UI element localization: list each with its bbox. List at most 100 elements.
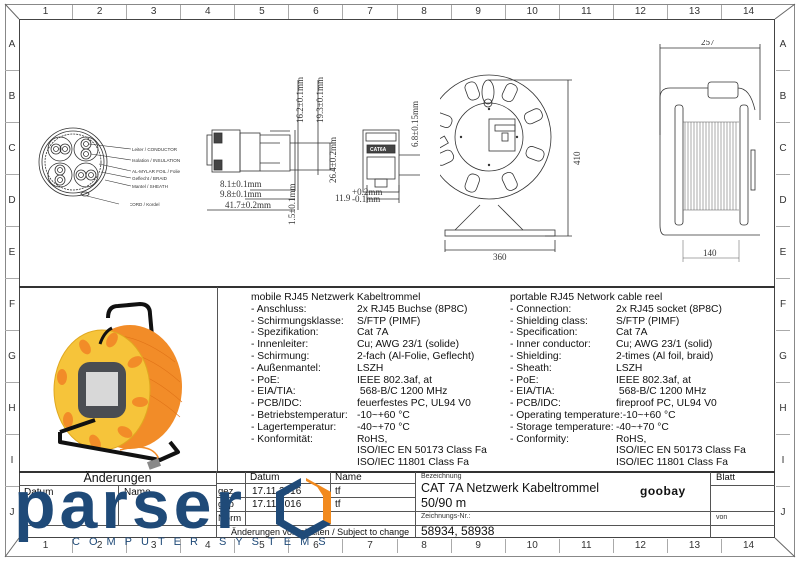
spec-value: 2x RJ45 Buchse (8P8C) xyxy=(357,303,468,315)
disclaimer: Änderungen vorbehalten / Subject to chan… xyxy=(231,527,410,537)
col-label: 13 xyxy=(668,5,723,19)
spec-row: - Inner conductor: Cu; AWG 23/1 (solid) xyxy=(510,339,746,351)
spec-row: - PoE: IEEE 802.3af, at xyxy=(510,375,746,387)
dim-410: 410 xyxy=(572,151,582,165)
section-divider xyxy=(19,286,775,288)
spec-row: - PCB/IDC: fireproof PC, UL94 V0 xyxy=(510,398,746,410)
spec-value: -40~+70 °C xyxy=(616,421,669,433)
row-label: H xyxy=(5,383,19,435)
spec-key: - EIA/TIA: xyxy=(510,386,555,398)
drawing-no-label: Zeichnungs-Nr.: xyxy=(421,513,471,520)
row-labels-right: A B C D E F G H I J xyxy=(776,19,790,538)
spec-row: - Außenmantel:LSZH xyxy=(251,363,487,375)
inner-frame xyxy=(19,19,775,538)
date-header: Datum xyxy=(250,472,280,483)
spec-row: - Schirmungsklasse:S/FTP (PIMF) xyxy=(251,316,487,328)
spec-value: IEEE 802.3af, at xyxy=(616,374,691,386)
reel-side-view-drawing: 257 140 xyxy=(659,40,761,262)
spec-key: - Connection: xyxy=(510,303,572,315)
spec-value: fireproof PC, UL94 V0 xyxy=(616,398,717,410)
label-insulation: Isolation / INSULATION xyxy=(132,158,180,163)
spec-key: - PCB/IDC: xyxy=(510,398,561,410)
spec-key: - Storage temperature: xyxy=(510,421,614,433)
gep-label: gep xyxy=(218,499,234,510)
row-label: G xyxy=(776,331,790,383)
gez-date: 17.11.2016 xyxy=(252,486,302,497)
spec-row: - Shielding:2-times (Al foil, braid) xyxy=(510,351,746,363)
outer-frame xyxy=(5,4,795,557)
spec-key: - PoE: xyxy=(251,374,280,386)
spec-title: portable RJ45 Network cable reel xyxy=(510,292,663,303)
dim-26-4: 26.4±0.2mm xyxy=(328,137,338,183)
row-label: I xyxy=(776,435,790,487)
dim-140: 140 xyxy=(703,248,717,258)
goobay-logo-text: goobay xyxy=(640,484,686,498)
row-label: G xyxy=(5,331,19,383)
col-label: 12 xyxy=(614,5,668,19)
spec-value: feuerfestes PC, UL94 V0 xyxy=(357,398,471,410)
col-label: 11 xyxy=(560,539,614,553)
column-labels-top: 1 2 3 4 5 6 7 8 9 10 11 12 13 14 xyxy=(19,5,775,19)
label-foil: AL-MYLAR FOIL / Folie xyxy=(132,169,181,174)
col-label: 7 xyxy=(343,539,398,553)
col-label: 4 xyxy=(181,5,236,19)
spec-key: - Shielding class: xyxy=(510,315,588,327)
sheet-label: Blatt xyxy=(716,472,736,483)
spec-key: - Außenmantel: xyxy=(251,362,321,374)
connector-side-view-drawing: 16.2±0.1mm 19.3±0.1mm 26.4±0.2mm 8.1±0.1… xyxy=(206,77,338,225)
spec-row: - Anschluss: 2x RJ45 Buchse (8P8C) xyxy=(251,304,487,316)
spec-value: RoHS, xyxy=(357,433,388,445)
spec-key: - Schirmung: xyxy=(251,350,310,362)
spec-value: 2-fach (Al-Folie, Geflecht) xyxy=(357,350,475,362)
dim-11-9-tol-plus: +0.2mm xyxy=(352,187,382,197)
col-label: 9 xyxy=(452,5,506,19)
dim-41-7: 41.7±0.2mm xyxy=(225,200,271,210)
spec-title: mobile RJ45 Netzwerk Kabeltrommel xyxy=(251,292,421,303)
row-label: I xyxy=(5,435,19,487)
changes-header: Änderungen xyxy=(83,471,152,485)
label-rip-cord: RIP CORD / Kordel xyxy=(130,202,159,207)
spec-key: - Inner conductor: xyxy=(510,339,591,351)
dim-6-8: 6.8±0.15mm xyxy=(410,101,420,147)
designation-line2: 50/90 m xyxy=(421,496,467,510)
spec-row: - Betriebstemperatur:-10~+60 °C xyxy=(251,410,487,422)
spec-row: - Connection:2x RJ45 socket (8P8C) xyxy=(510,304,746,316)
gep-name: tf xyxy=(335,499,341,510)
col-label: 5 xyxy=(235,5,290,19)
col-label: 14 xyxy=(742,540,755,551)
spec-key: - Specification: xyxy=(510,327,578,339)
spec-german: mobile RJ45 Netzwerk Kabeltrommel - Ansc… xyxy=(251,292,487,469)
dim-11-9: 11.9 xyxy=(335,193,351,203)
spec-row: - Innenleiter:Cu; AWG 23/1 (solide) xyxy=(251,339,487,351)
spec-value: -10~+60 °C xyxy=(357,409,410,421)
row-label: F xyxy=(5,279,19,331)
spec-row: - EIA/TIA: 568-B/C 1200 MHz xyxy=(251,386,487,398)
spec-value: 2-times (Al foil, braid) xyxy=(616,350,714,362)
connector-front-view-drawing: CAT6A 6.8±0.15mm 11.9 +0.2mm -0.1mm xyxy=(335,101,420,204)
reel-front-view-drawing: 360 410 xyxy=(440,74,582,262)
dim-19-3: 19.3±0.1mm xyxy=(315,77,325,123)
dim-8-1: 8.1±0.1mm xyxy=(220,179,261,189)
changes-col-date: Datum xyxy=(24,487,54,498)
spec-row: - Specification:Cat 7A xyxy=(510,327,746,339)
product-photo-cable-reel xyxy=(53,301,183,470)
spec-value: Cu; AWG 23/1 (solid) xyxy=(616,339,713,351)
spec-value: IEEE 802.3af, at xyxy=(357,374,432,386)
spec-value: S/FTP (PIMF) xyxy=(357,315,421,327)
row-label: J xyxy=(780,507,786,518)
spec-continuation: ISO/IEC EN 50173 Class Fa xyxy=(357,445,487,457)
row-labels-left: A B C D E F G H I J xyxy=(5,19,19,538)
spec-key: - PoE: xyxy=(510,374,539,386)
spec-english: portable RJ45 Network cable reel - Conne… xyxy=(510,292,746,469)
spec-row: - PCB/IDC:feuerfestes PC, UL94 V0 xyxy=(251,398,487,410)
gep-date: 17.11.2016 xyxy=(252,499,302,510)
spec-key: - Spezifikation: xyxy=(251,327,319,339)
spec-key: - Operating temperature: xyxy=(510,409,623,421)
spec-key: - Anschluss: xyxy=(251,303,307,315)
col-label: 2 xyxy=(73,539,128,553)
col-label: 6 xyxy=(289,5,344,19)
col-label: 8 xyxy=(398,539,452,553)
dim-257: 257 xyxy=(701,40,715,47)
col-label: 8 xyxy=(398,5,452,19)
